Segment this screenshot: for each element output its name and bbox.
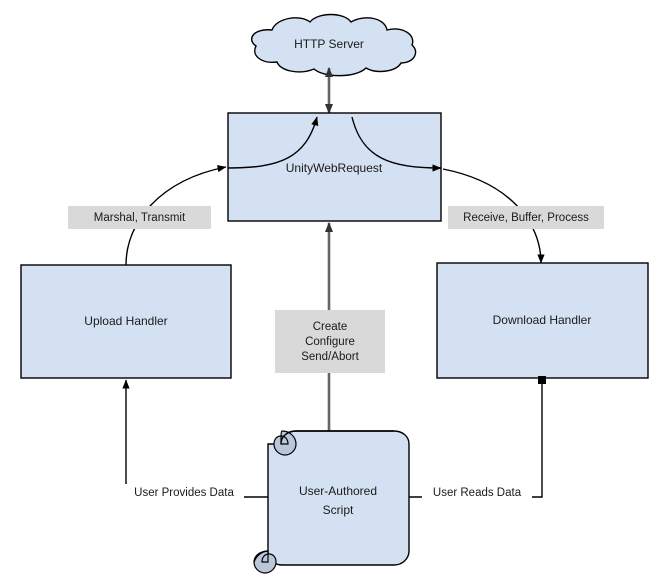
marshal-transmit-label-text: Marshal, Transmit (94, 212, 186, 224)
user-script-bottom-curl-line (253, 550, 269, 563)
receive-buffer-process-label-bg (448, 206, 604, 229)
edge-endpoint-download-bottom (538, 376, 546, 384)
user-script-label-line2: Script (323, 503, 354, 517)
edge-label-marshal-transmit: Marshal, Transmit (68, 206, 211, 229)
receive-buffer-process-label-text: Receive, Buffer, Process (463, 212, 589, 224)
node-user-script[interactable]: User-Authored Script (253, 430, 410, 574)
unity-web-request-label: UnityWebRequest (286, 161, 383, 175)
edge-upload-handler-to-unitywebrequest (125, 165, 227, 266)
create-configure-send-label-bg (275, 310, 385, 373)
user-script-bottom-curl (253, 550, 277, 574)
node-upload-handler[interactable]: Upload Handler (20, 264, 232, 379)
user-script-top-curl-line (280, 430, 394, 445)
edge-script-to-upload-handler (122, 379, 281, 498)
unity-web-request-box (227, 112, 442, 222)
edge-unitywebrequest-to-download-handler (442, 168, 545, 264)
node-download-handler[interactable]: Download Handler (436, 262, 649, 379)
upload-handler-box (20, 264, 232, 379)
edge-label-user-reads-data: User Reads Data (422, 484, 532, 504)
user-script-label-line1: User-Authored (299, 484, 377, 498)
create-label-text: Create (313, 321, 348, 333)
edge-internal-top-to-download (351, 116, 442, 172)
edge-label-user-provides-data: User Provides Data (125, 484, 244, 504)
user-provides-data-label-text: User Provides Data (134, 487, 234, 499)
configure-label-text: Configure (305, 336, 355, 348)
user-reads-data-label-text: User Reads Data (433, 487, 522, 499)
send-abort-label-text: Send/Abort (301, 351, 359, 363)
upload-handler-label: Upload Handler (84, 314, 167, 328)
http-server-label: HTTP Server (294, 37, 364, 51)
download-handler-label: Download Handler (493, 313, 592, 327)
user-provides-data-label-bg (125, 484, 244, 504)
marshal-transmit-label-bg (68, 206, 211, 229)
user-reads-data-label-bg (422, 484, 532, 504)
edge-label-create-configure-send: Create Configure Send/Abort (275, 310, 385, 373)
node-http-server[interactable]: HTTP Server (251, 13, 417, 77)
node-unity-web-request[interactable]: UnityWebRequest (227, 112, 442, 222)
edge-label-receive-buffer-process: Receive, Buffer, Process (448, 206, 604, 229)
cloud-shape (251, 13, 417, 77)
download-handler-box (436, 262, 649, 379)
user-script-top-curl (273, 430, 297, 456)
edge-internal-upload-to-top (227, 116, 319, 169)
